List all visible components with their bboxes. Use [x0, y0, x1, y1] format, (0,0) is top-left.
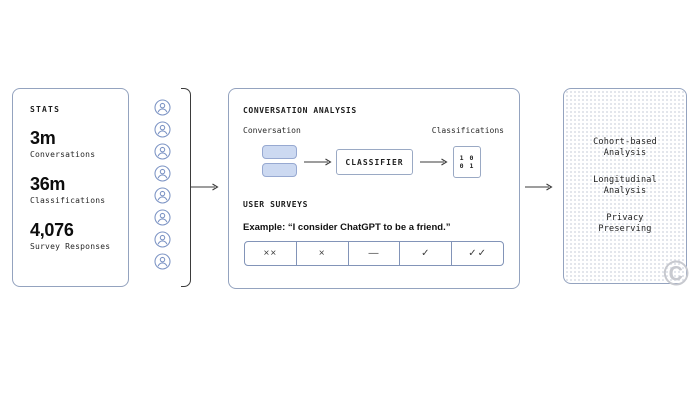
user-avatar-icon: [154, 231, 171, 248]
stat-label: Survey Responses: [30, 242, 111, 251]
users-column: [154, 99, 171, 270]
stat-label: Classifications: [30, 196, 106, 205]
analysis-card: CONVERSATION ANALYSIS Conversation Class…: [228, 88, 520, 289]
scale-agree: ✓: [399, 242, 451, 265]
scale-strongly-agree: ✓✓: [451, 242, 503, 265]
copyright-watermark-icon: ©: [663, 254, 689, 293]
message-bubble: [262, 145, 297, 159]
group-bracket: [181, 88, 191, 287]
classifications-label: Classifications: [431, 126, 504, 135]
arrow-right-icon: [525, 183, 553, 191]
stat-label: Conversations: [30, 150, 96, 159]
output-longitudinal-analysis: Longitudinal Analysis: [593, 175, 657, 196]
user-avatar-icon: [154, 253, 171, 270]
scale-disagree: ×: [295, 242, 348, 265]
survey-example-text: Example: “I consider ChatGPT to be a fri…: [243, 222, 451, 233]
stats-card-title: STATS: [30, 105, 61, 114]
conversation-bubbles: [262, 145, 297, 177]
scale-neutral: —: [347, 242, 400, 265]
survey-rating-scale: ×× × — ✓ ✓✓: [244, 241, 504, 266]
output-card: Cohort-based Analysis Longitudinal Analy…: [563, 88, 689, 291]
stat-survey-responses: 4,076 Survey Responses: [30, 220, 118, 251]
user-avatar-icon: [154, 165, 171, 182]
user-avatar-icon: [154, 143, 171, 160]
stat-value: 36m: [30, 174, 66, 194]
arrow-right-icon: [191, 183, 219, 191]
classifier-box: CLASSIFIER: [336, 149, 413, 175]
output-cohort-analysis: Cohort-based Analysis: [593, 137, 657, 158]
stat-value: 4,076: [30, 220, 74, 240]
scale-strongly-disagree: ××: [263, 248, 278, 259]
stats-card: STATS 3m Conversations 36m Classificatio…: [12, 88, 129, 287]
stat-value: 3m: [30, 128, 56, 148]
binary-row: 1 0: [459, 154, 475, 162]
user-avatar-icon: [154, 187, 171, 204]
user-avatar-icon: [154, 121, 171, 138]
output-privacy-preserving: Privacy Preserving: [598, 213, 652, 234]
stat-conversations: 3m Conversations: [30, 128, 118, 159]
stat-classifications: 36m Classifications: [30, 174, 118, 205]
message-bubble: [262, 163, 297, 177]
user-avatar-icon: [154, 99, 171, 116]
user-surveys-title: USER SURVEYS: [243, 200, 308, 209]
classification-output-box: 1 0 0 1: [453, 146, 481, 178]
conversation-label: Conversation: [243, 126, 301, 135]
binary-row: 0 1: [459, 162, 475, 170]
classifier-label: CLASSIFIER: [345, 157, 404, 167]
user-avatar-icon: [154, 209, 171, 226]
conversation-analysis-title: CONVERSATION ANALYSIS: [243, 106, 357, 115]
arrow-right-icon: [420, 158, 448, 166]
arrow-right-icon: [304, 158, 332, 166]
